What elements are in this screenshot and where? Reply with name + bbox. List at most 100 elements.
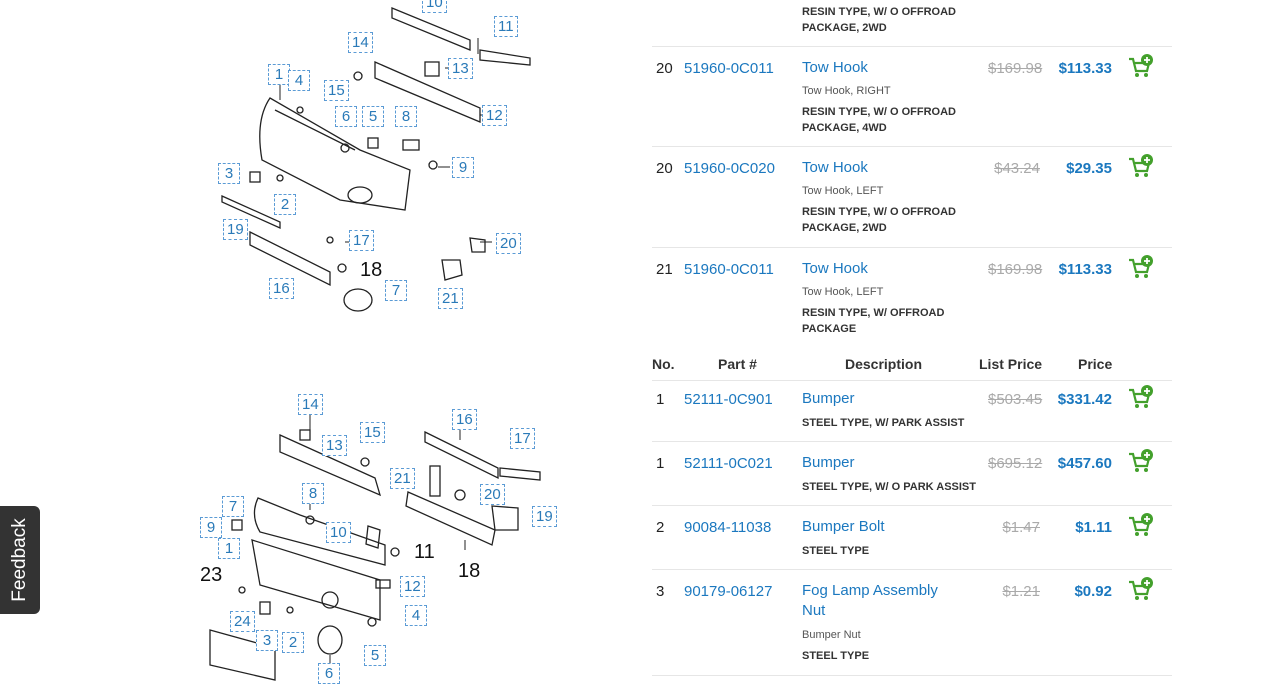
header-price: Price [1078, 356, 1113, 372]
add-to-cart-icon[interactable] [1128, 513, 1154, 537]
part-subtitle: Tow Hook, LEFT [802, 185, 884, 197]
part-name-link[interactable]: Tow Hook [802, 159, 868, 176]
header-no: No. [652, 356, 675, 372]
diagram-label: 11 [414, 541, 435, 563]
diagram-callout[interactable]: 3 [218, 163, 240, 184]
diagram-callout[interactable]: 6 [318, 663, 340, 684]
diagram-callout[interactable]: 1 [268, 64, 290, 85]
diagram-callout[interactable]: 2 [282, 632, 304, 653]
diagram-callout[interactable]: 12 [482, 105, 507, 126]
part-number-link[interactable]: 52111-0C021 [684, 455, 773, 472]
list-price: $695.12 [988, 455, 1043, 472]
part-number-link[interactable]: 90179-06127 [684, 583, 773, 600]
table-row: 1 52111-0C021 Bumper STEEL TYPE, W/ O PA… [652, 441, 1172, 506]
table-row: 20 51960-0C020 Tow Hook Tow Hook, LEFT R… [652, 146, 1172, 248]
diagram-callout[interactable]: 13 [448, 58, 473, 79]
list-price: $169.98 [988, 60, 1043, 77]
diagram-callout[interactable]: 19 [532, 506, 557, 527]
diagram-callout[interactable]: 17 [349, 230, 374, 251]
add-to-cart-icon[interactable] [1128, 154, 1154, 178]
sale-price: $113.33 [1058, 60, 1112, 77]
diagram-callout[interactable]: 1 [218, 538, 240, 559]
diagram-callout[interactable]: 9 [200, 517, 222, 538]
diagram-callout[interactable]: 20 [496, 233, 521, 254]
diagram-callout[interactable]: 19 [223, 219, 248, 240]
diagram-callout[interactable]: 17 [510, 428, 535, 449]
sale-price: $0.92 [1074, 583, 1112, 600]
diagram-label: 18 [360, 259, 383, 281]
table-row: 21 51960-0C011 Tow Hook Tow Hook, LEFT R… [652, 247, 1172, 348]
diagram-callout[interactable]: 4 [288, 70, 310, 91]
diagram-callout[interactable]: 5 [364, 645, 386, 666]
header-part-number: Part # [718, 356, 757, 372]
diagram-callout[interactable]: 7 [385, 280, 407, 301]
diagram-callout[interactable]: 6 [335, 106, 357, 127]
header-list-price: List Price [979, 356, 1043, 372]
list-price: $1.47 [1002, 519, 1040, 536]
part-name-link[interactable]: Bumper Bolt [802, 518, 885, 535]
diagram-callout[interactable]: 21 [438, 288, 463, 309]
part-name-link[interactable]: Tow Hook [802, 59, 868, 76]
diagram-callout[interactable]: 5 [362, 106, 384, 127]
part-note: STEEL TYPE, W/ PARK ASSIST [802, 417, 965, 429]
diagram-callout[interactable]: 15 [360, 422, 385, 443]
table-row: 20 51960-0C011 Tow Hook Tow Hook, RIGHT … [652, 46, 1172, 147]
part-subtitle: Bumper Nut [802, 629, 861, 641]
sale-price: $113.33 [1058, 261, 1112, 278]
ref-number: 3 [656, 583, 665, 600]
diagram-callout[interactable]: 16 [452, 409, 477, 430]
diagram-callout[interactable]: 8 [395, 106, 417, 127]
part-note: RESIN TYPE, W/ O OFFROAD PACKAGE, 2WD [802, 6, 957, 34]
table-row: 3 90179-06127 Fog Lamp Assembly Nut Bump… [652, 569, 1172, 676]
diagram-callout[interactable]: 13 [322, 435, 347, 456]
diagram-callout[interactable]: 10 [326, 522, 351, 543]
table-row: 1 52111-0C901 Bumper STEEL TYPE, W/ PARK… [652, 381, 1172, 442]
table-row: 2 90084-11038 Bumper Bolt STEEL TYPE $1.… [652, 505, 1172, 570]
part-note: RESIN TYPE, W/ O OFFROAD PACKAGE, 4WD [802, 106, 957, 134]
part-name-link[interactable]: Bumper [802, 390, 855, 407]
part-note: STEEL TYPE, W/ O PARK ASSIST [802, 481, 976, 493]
part-subtitle: Tow Hook, LEFT [802, 286, 884, 298]
diagram-callout[interactable]: 3 [256, 630, 278, 651]
part-note: RESIN TYPE, W/ OFFROAD PACKAGE [802, 307, 945, 335]
diagram-callout[interactable]: 9 [452, 157, 474, 178]
part-number-link[interactable]: 90084-11038 [684, 519, 772, 536]
part-name-link[interactable]: Bumper [802, 454, 855, 471]
diagram-callout[interactable]: 10 [422, 0, 447, 13]
part-subtitle: Tow Hook, RIGHT [802, 85, 891, 97]
diagram-callout[interactable]: 14 [298, 394, 323, 415]
diagram-callout[interactable]: 12 [400, 576, 425, 597]
parts-diagram-bottom: 14 16 13 15 17 8 21 20 7 19 9 10 1 12 24… [180, 380, 600, 684]
part-note: RESIN TYPE, W/ O OFFROAD PACKAGE, 2WD [802, 206, 957, 234]
ref-number: 20 [656, 160, 673, 177]
diagram-callout[interactable]: 15 [324, 80, 349, 101]
diagram-label: 18 [458, 560, 481, 582]
part-name-link[interactable]: Fog Lamp Assembly Nut [802, 582, 938, 619]
ref-number: 21 [656, 261, 673, 278]
diagram-callout[interactable]: 2 [274, 194, 296, 215]
table-row: RESIN TYPE, W/ O OFFROAD PACKAGE, 2WD [652, 0, 1172, 47]
diagram-callout[interactable]: 11 [494, 16, 518, 37]
add-to-cart-icon[interactable] [1128, 255, 1154, 279]
add-to-cart-icon[interactable] [1128, 577, 1154, 601]
sale-price: $29.35 [1066, 160, 1112, 177]
add-to-cart-icon[interactable] [1128, 385, 1154, 409]
sale-price: $331.42 [1057, 391, 1112, 408]
add-to-cart-icon[interactable] [1128, 54, 1154, 78]
part-number-link[interactable]: 51960-0C011 [684, 60, 774, 77]
part-number-link[interactable]: 52111-0C901 [684, 391, 773, 408]
diagram-callout[interactable]: 8 [302, 483, 324, 504]
part-number-link[interactable]: 51960-0C011 [684, 261, 774, 278]
diagram-callout[interactable]: 24 [230, 611, 255, 632]
diagram-callout[interactable]: 7 [222, 496, 244, 517]
diagram-callout[interactable]: 20 [480, 484, 505, 505]
add-to-cart-icon[interactable] [1128, 449, 1154, 473]
diagram-callout[interactable]: 21 [390, 468, 415, 489]
feedback-tab[interactable]: Feedback [0, 506, 40, 614]
diagram-bottom-drawing [209, 410, 541, 681]
diagram-callout[interactable]: 4 [405, 605, 427, 626]
diagram-callout[interactable]: 14 [348, 32, 373, 53]
diagram-callout[interactable]: 16 [269, 278, 294, 299]
part-number-link[interactable]: 51960-0C020 [684, 160, 775, 177]
part-name-link[interactable]: Tow Hook [802, 260, 868, 277]
